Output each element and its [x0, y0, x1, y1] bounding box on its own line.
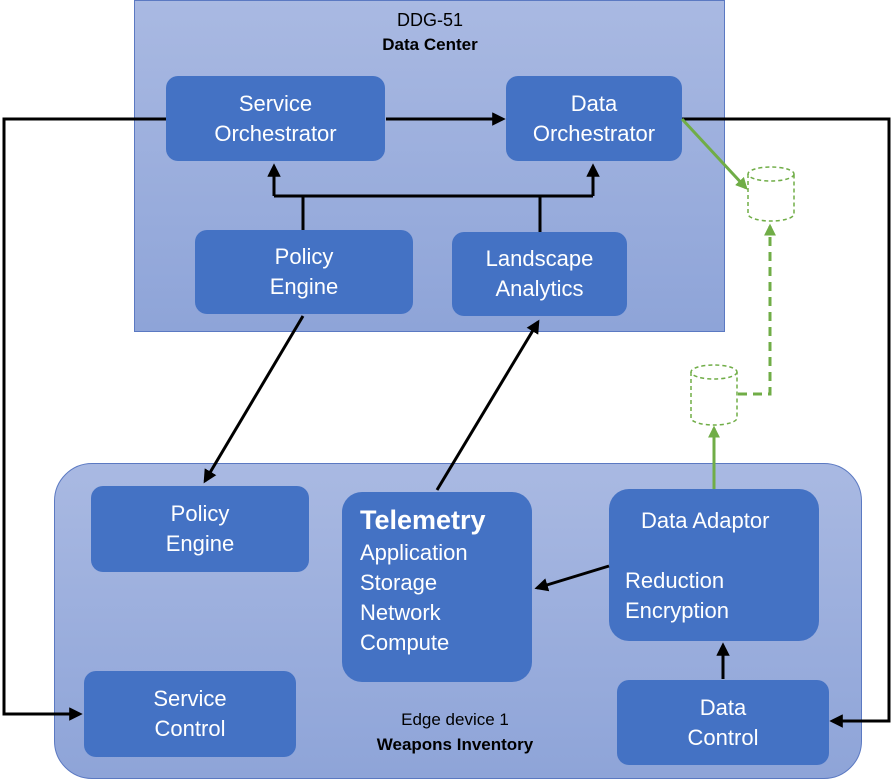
data-center-subtitle: Data Center: [382, 35, 478, 54]
service-orchestrator-line-1: Service: [238, 90, 313, 116]
data-orchestrator-line-2: Orchestrator: [532, 120, 656, 146]
telemetry-item-storage: Storage: [360, 570, 438, 595]
landscape-analytics-box[interactable]: Landscape Analytics: [452, 232, 627, 316]
service-control-line-2: Control: [154, 716, 226, 741]
telemetry-item-network: Network: [360, 600, 441, 625]
arrow-policy-to-edge-policy: [203, 315, 305, 484]
data-center-name: DDG-51: [396, 10, 463, 30]
landscape-analytics-line-2: Analytics: [495, 276, 584, 301]
dc-policy-engine-line-1: Policy: [274, 244, 334, 269]
edge-device-title: Edge device 1 Weapons Inventory: [355, 707, 555, 757]
data-orchestrator-box[interactable]: Data Orchestrator: [506, 76, 682, 161]
service-orchestrator-line-2: Orchestrator: [214, 120, 337, 146]
telemetry-box[interactable]: Telemetry Application Storage Network Co…: [342, 492, 532, 682]
edge-policy-engine-box[interactable]: Policy Engine: [91, 486, 309, 572]
edge-policy-engine-line-2: Engine: [165, 531, 235, 556]
edge-policy-engine-line-1: Policy: [170, 501, 230, 526]
telemetry-item-application: Application: [360, 540, 468, 565]
landscape-analytics-line-1: Landscape: [485, 246, 594, 271]
data-orchestrator-line-1: Data: [570, 90, 618, 116]
service-orchestrator-box[interactable]: Service Orchestrator: [166, 76, 385, 161]
service-control-box[interactable]: Service Control: [84, 671, 296, 757]
telemetry-heading: Telemetry: [360, 505, 486, 535]
data-adaptor-heading: Data Adaptor: [641, 508, 770, 533]
data-adaptor-item-encryption: Encryption: [625, 598, 729, 623]
dc-policy-engine-box[interactable]: Policy Engine: [195, 230, 413, 314]
arrow-adaptor-to-telemetry: [534, 564, 610, 592]
data-control-box[interactable]: Data Control: [617, 680, 829, 765]
dc-data-store-icon: [747, 166, 795, 222]
data-adaptor-item-reduction: Reduction: [625, 568, 725, 593]
arrow-orchestrator-to-data-control: [682, 117, 891, 728]
data-control-line-2: Control: [687, 724, 759, 750]
arrow-orchestrator-to-service-control: [2, 117, 166, 721]
data-control-line-1: Data: [699, 694, 747, 720]
green-dashed-sync-link: [738, 223, 776, 396]
edge-device-subtitle: Weapons Inventory: [376, 735, 534, 754]
arrow-telemetry-to-analytics: [435, 319, 540, 491]
data-center-title: DDG-51 Data Center: [330, 8, 530, 57]
edge-device-name: Edge device 1: [401, 710, 509, 729]
fork-to-orchestrators: [267, 163, 600, 232]
dc-policy-engine-line-2: Engine: [269, 274, 339, 299]
green-arrow-orchestrator-to-store: [680, 117, 748, 190]
telemetry-item-compute: Compute: [360, 630, 450, 655]
service-control-line-1: Service: [153, 686, 227, 711]
data-adaptor-box[interactable]: Data Adaptor Reduction Encryption: [609, 489, 819, 641]
edge-data-store-icon: [690, 364, 738, 426]
